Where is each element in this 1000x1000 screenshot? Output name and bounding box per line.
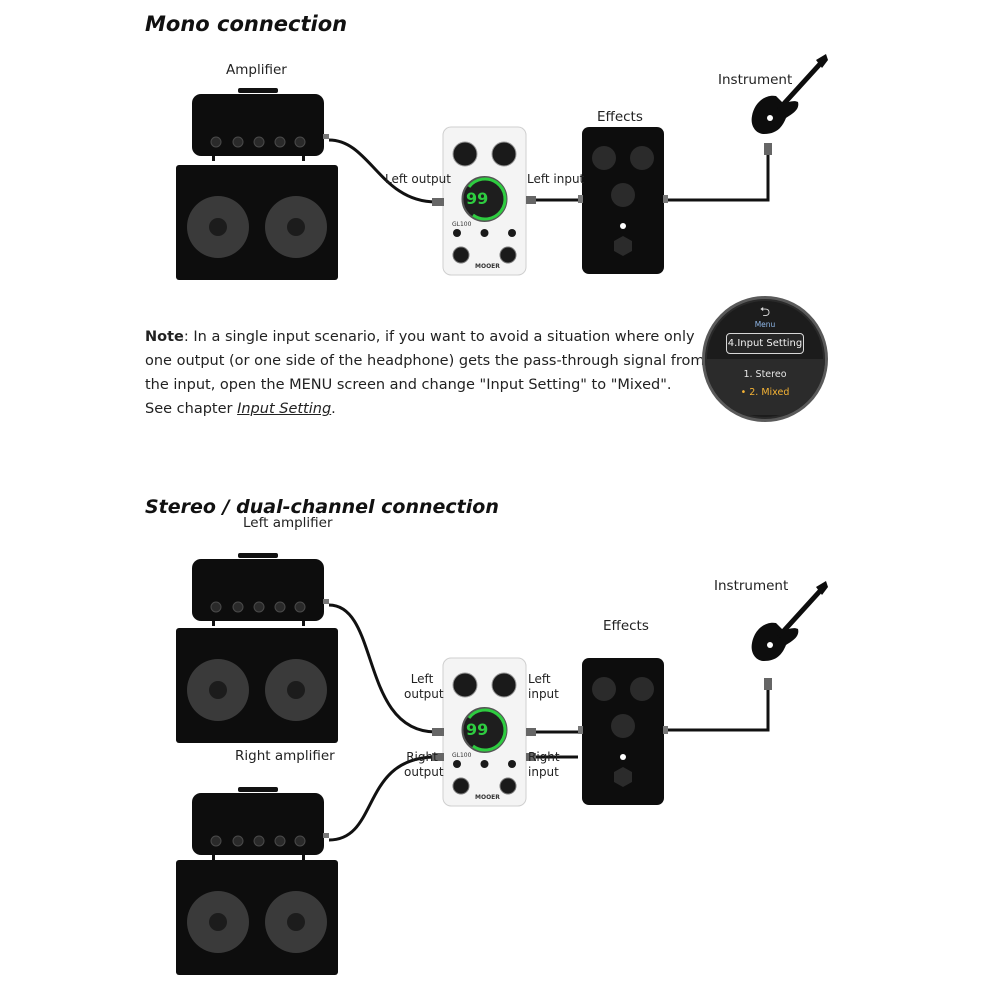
right-amplifier-head-icon <box>191 786 330 861</box>
amplifier-head-icon <box>191 87 330 162</box>
cable-stereo-left-output <box>328 603 437 734</box>
note-bold: Note <box>145 329 184 345</box>
device-display-value-stereo: 99 <box>466 720 488 739</box>
note-see: See chapter <box>145 401 238 417</box>
cable-instrument <box>668 150 770 202</box>
note-text: : In a single input scenario, if you wan… <box>145 329 705 393</box>
left-amplifier-label: Left amplifier <box>243 515 333 531</box>
cable-stereo-instrument <box>668 684 770 732</box>
option-mixed[interactable]: • 2. Mixed <box>740 387 790 398</box>
note-paragraph: Note: In a single input scenario, if you… <box>145 325 705 421</box>
right-amplifier-label: Right amplifier <box>235 748 335 764</box>
menu-title: Menu <box>754 320 776 329</box>
cable-left-output <box>328 138 437 204</box>
instrument-label: Instrument <box>718 72 793 88</box>
option-stereo[interactable]: 1. Stereo <box>743 369 787 380</box>
left-input-label: Left input <box>527 172 585 186</box>
mono-heading: Mono connection <box>145 12 348 36</box>
menu-options-band <box>705 359 825 415</box>
input-setting-item[interactable]: 4.Input Setting <box>726 333 804 354</box>
effects-pedal-stereo-icon <box>578 658 668 805</box>
note-end: . <box>331 401 336 417</box>
amplifier-cabinet-icon <box>176 165 338 280</box>
left-output-label: Left output <box>385 172 451 186</box>
right-amplifier-cabinet-icon <box>176 860 338 975</box>
device-model-stereo: GL100 <box>452 752 472 759</box>
effects-stereo-label: Effects <box>603 618 649 634</box>
device-display-value: 99 <box>466 189 488 208</box>
menu-screen: ⮌ Menu 4.Input Setting 1. Stereo • 2. Mi… <box>702 296 828 422</box>
amplifier-label: Amplifier <box>226 62 287 78</box>
effects-label: Effects <box>597 109 643 125</box>
back-icon[interactable]: ⮌ <box>759 305 771 320</box>
cable-stereo-right-output <box>328 755 437 842</box>
device-brand-stereo: MOOER <box>475 794 500 801</box>
effects-pedal-icon <box>578 127 668 274</box>
device-model: GL100 <box>452 221 472 228</box>
left-amplifier-cabinet-icon <box>176 628 338 743</box>
guitar-icon <box>752 54 828 134</box>
left-amplifier-head-icon <box>191 552 330 627</box>
input-setting-link[interactable]: Input Setting <box>237 401 332 417</box>
stereo-heading: Stereo / dual-channel connection <box>145 496 499 518</box>
instrument-stereo-label: Instrument <box>714 578 789 594</box>
device-brand: MOOER <box>475 263 500 270</box>
